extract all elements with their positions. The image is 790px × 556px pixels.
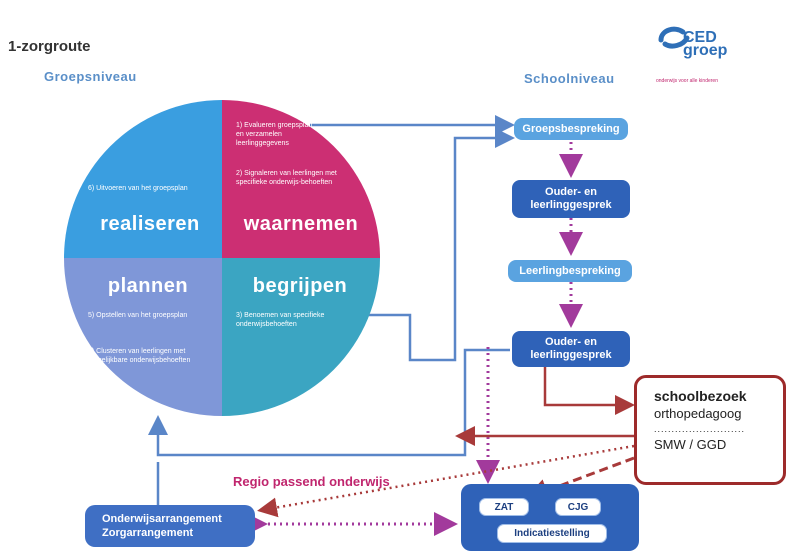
schoolbezoek-subtitle: orthopedagoog bbox=[654, 406, 742, 421]
plannen-item-2: 4) Clusteren van leerlingen met vergelij… bbox=[88, 348, 191, 364]
realiseren-word: realiseren bbox=[100, 213, 200, 235]
zat-chip: ZAT bbox=[477, 496, 531, 518]
realiseren-item-1: 6) Uitvoeren van het groepsplan bbox=[88, 185, 188, 192]
ouder-leerlinggesprek-2-box: Ouder- en leerlinggesprek bbox=[512, 331, 630, 367]
plannen-word: plannen bbox=[107, 275, 189, 297]
quadrant-realiseren bbox=[64, 100, 222, 258]
quadrant-waarnemen bbox=[222, 100, 380, 258]
logo-text: CED groep bbox=[683, 29, 728, 59]
arrow-begrijpen-loop bbox=[340, 128, 515, 362]
logo-tagline: onderwijs voor alle kinderen bbox=[656, 78, 718, 84]
cjg-chip: CJG bbox=[553, 496, 603, 518]
schoolbezoek-title: schoolbezoek bbox=[654, 388, 747, 404]
arrangement-box: Onderwijsarrangement Zorgarrangement bbox=[85, 505, 255, 547]
schoolbezoek-box: schoolbezoek orthopedagoog .............… bbox=[634, 375, 786, 485]
begrijpen-word: begrijpen bbox=[252, 275, 348, 297]
arrangement-line1: Onderwijsarrangement bbox=[102, 513, 222, 525]
ouder-leerlinggesprek-1-box: Ouder- en leerlinggesprek bbox=[512, 180, 630, 218]
quadrant-begrijpen bbox=[222, 258, 380, 416]
arrow-to-schoolbezoek bbox=[543, 360, 635, 415]
plannen-item-1: 5) Opstellen van het groepsplan bbox=[88, 312, 188, 319]
leerlingbespreking-box: Leerlingbespreking bbox=[508, 260, 632, 282]
school-level-title: Schoolniveau bbox=[524, 71, 615, 86]
regio-label: Regio passend onderwijs bbox=[233, 474, 390, 489]
begrijpen-item-1: 3) Benoemen van specifieke onderwijsbeho… bbox=[236, 312, 325, 328]
zat-group-box: ZAT CJG Indicatiestelling bbox=[461, 484, 639, 551]
page-title: 1-zorgroute bbox=[8, 38, 91, 55]
waarnemen-word: waarnemen bbox=[243, 213, 359, 235]
schoolbezoek-divider: .......................... bbox=[654, 424, 746, 434]
ced-logo-mark-icon bbox=[658, 26, 690, 49]
waarnemen-item-2: 2) Signaleren van leerlingen met specifi… bbox=[236, 170, 337, 186]
logo-line1: CED bbox=[683, 29, 717, 46]
logo-line2: groep bbox=[683, 42, 728, 59]
quadrant-plannen bbox=[64, 258, 222, 416]
arrow-back-to-circle bbox=[148, 348, 510, 457]
indicatiestelling-chip: Indicatiestelling bbox=[495, 522, 609, 545]
ced-logo: CED groep onderwijs voor alle kinderen bbox=[653, 20, 733, 90]
groepsbespreking-box: Groepsbespreking bbox=[514, 118, 628, 140]
arrangement-line2: Zorgarrangement bbox=[102, 527, 194, 539]
group-level-title: Groepsniveau bbox=[44, 69, 137, 84]
waarnemen-item-1: 1) Evalueren groepsplan en verzamelen le… bbox=[236, 122, 313, 147]
schoolbezoek-other: SMW / GGD bbox=[654, 437, 727, 452]
